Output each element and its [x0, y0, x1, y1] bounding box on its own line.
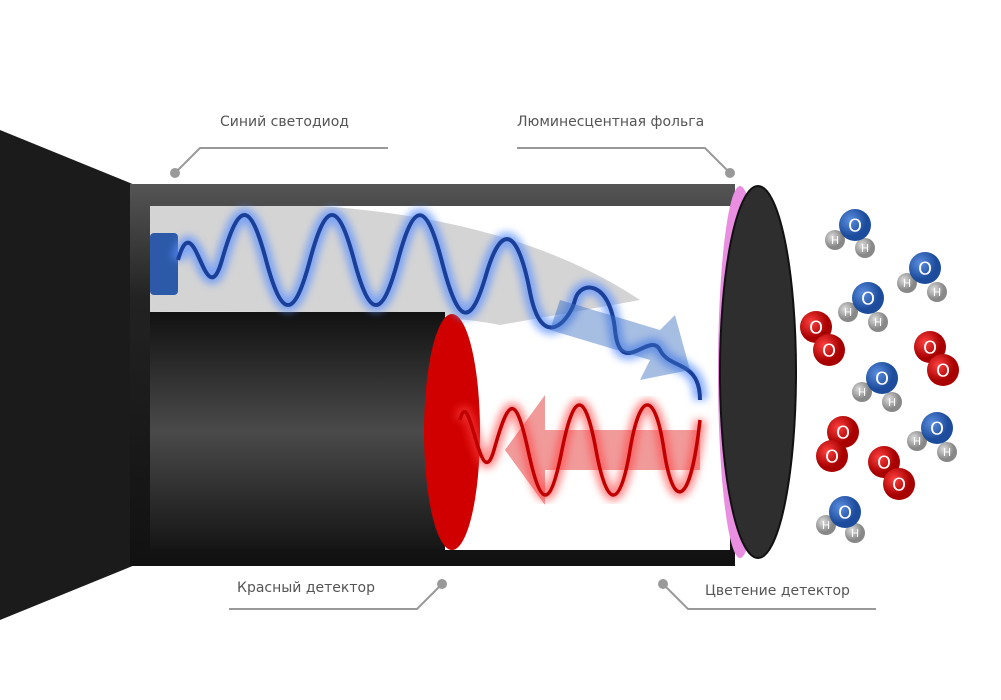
water-oxygen-atom-symbol: O	[838, 503, 852, 523]
red-detector-face	[424, 314, 480, 550]
hydrogen-atom	[868, 312, 888, 332]
oxygen-atom-symbol: O	[936, 361, 950, 381]
sensor-membrane	[719, 185, 797, 559]
oxygen-atom-symbol: O	[822, 341, 836, 361]
hydrogen-atom	[845, 523, 865, 543]
label-bloom-detector: Цветение детектор	[705, 583, 850, 599]
hydrogen-atom	[852, 382, 872, 402]
hydrogen-atom-symbol: H	[831, 234, 839, 247]
label-red-detector: Красный детектор	[237, 580, 375, 596]
hydrogen-atom-symbol: H	[822, 519, 830, 532]
hydrogen-atom	[855, 238, 875, 258]
hydrogen-atom-symbol: H	[861, 242, 869, 255]
hydrogen-atom-symbol: H	[858, 386, 866, 399]
oxygen-atom-symbol: O	[877, 453, 891, 473]
sensor-housing	[0, 130, 135, 620]
hydrogen-atom-symbol: H	[903, 277, 911, 290]
water-oxygen-atom-symbol: O	[848, 216, 862, 236]
oxygen-atom	[927, 354, 959, 386]
oxygen-atom	[816, 440, 848, 472]
oxygen-atom-symbol: O	[892, 475, 906, 495]
label-luminescent-foil: Люминесцентная фольга	[517, 114, 705, 130]
hydrogen-atom	[927, 282, 947, 302]
hydrogen-atom-symbol: H	[933, 286, 941, 299]
water-oxygen-atom-symbol: O	[875, 369, 889, 389]
blue-arrow	[550, 300, 690, 380]
water-oxygen-atom-symbol: O	[861, 289, 875, 309]
hydrogen-atom	[838, 302, 858, 322]
hydrogen-atom-symbol: H	[874, 316, 882, 329]
hydrogen-atom	[882, 392, 902, 412]
oxygen-atom-symbol: O	[836, 423, 850, 443]
hydrogen-atom	[825, 230, 845, 250]
hydrogen-atom-symbol: H	[851, 527, 859, 540]
oxygen-atom-symbol: O	[923, 338, 937, 358]
hydrogen-atom	[937, 442, 957, 462]
hydrogen-atom	[816, 515, 836, 535]
water-oxygen-atom-symbol: O	[930, 419, 944, 439]
hydrogen-atom-symbol: H	[913, 435, 921, 448]
red-detector-body	[150, 312, 445, 550]
hydrogen-atom-symbol: H	[888, 396, 896, 409]
oxygen-atom	[827, 416, 859, 448]
hydrogen-atom-symbol: H	[943, 446, 951, 459]
oxygen-atom-symbol: O	[825, 447, 839, 467]
blue-light-wave	[176, 213, 702, 401]
water-oxygen-atom	[839, 209, 871, 241]
oxygen-atom-symbol: O	[809, 318, 823, 338]
hydrogen-atom	[897, 273, 917, 293]
water-oxygen-atom	[866, 362, 898, 394]
blue-led	[150, 233, 178, 295]
label-blue-led: Синий светодиод	[220, 114, 349, 130]
red-light-wave	[458, 403, 702, 497]
oxygen-atom	[813, 334, 845, 366]
red-arrow	[505, 395, 700, 505]
hydrogen-atom	[907, 431, 927, 451]
oxygen-atom	[883, 468, 915, 500]
hydrogen-atom-symbol: H	[844, 306, 852, 319]
water-oxygen-atom	[909, 252, 941, 284]
water-oxygen-atom	[829, 496, 861, 528]
water-oxygen-atom-symbol: O	[918, 259, 932, 279]
water-oxygen-atom	[852, 282, 884, 314]
leader-lines	[170, 147, 876, 610]
water-oxygen-atom	[921, 412, 953, 444]
